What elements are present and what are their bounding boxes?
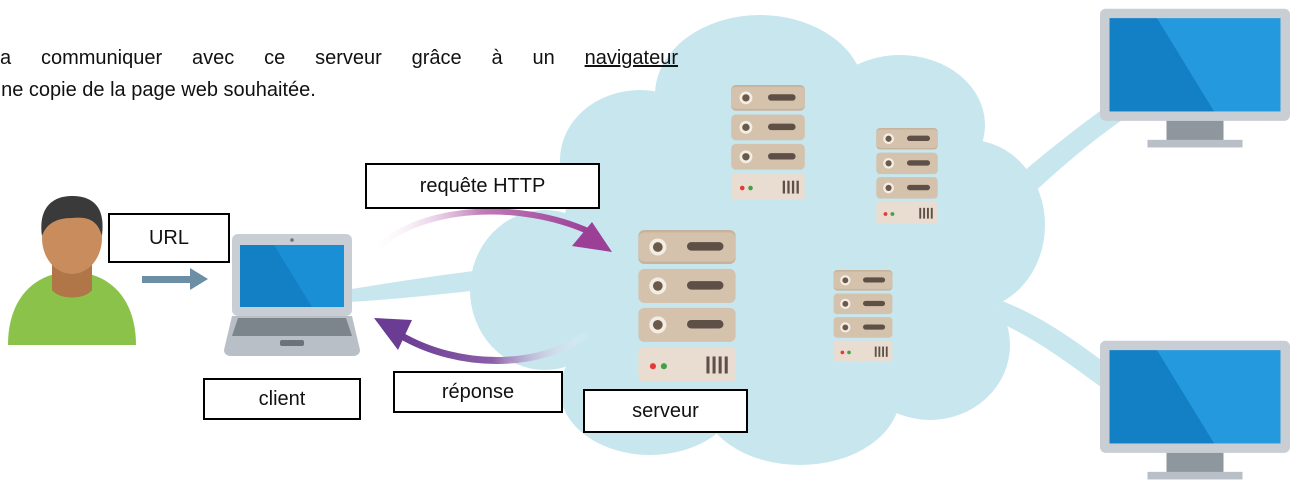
response-label: réponse (441, 380, 515, 403)
url-label: URL (148, 226, 189, 249)
server-label-box: serveur (583, 389, 748, 433)
intro-line-1-text: va communiquer avec ce serveur grâce à u… (0, 47, 555, 69)
response-label-box: réponse (393, 371, 563, 413)
url-label-box: URL (108, 213, 230, 263)
client-label-box: client (203, 378, 361, 420)
url-arrow (142, 268, 208, 290)
remote-monitor-1-icon (1100, 8, 1290, 148)
request-label: requête HTTP (419, 174, 546, 197)
remote-monitor-2-icon (1100, 340, 1290, 480)
request-label-box: requête HTTP (365, 163, 600, 209)
intro-line-2: une copie de la page web souhaitée. (0, 79, 316, 101)
laptop-icon (224, 234, 360, 356)
server-label: serveur (632, 399, 699, 422)
client-label: client (258, 387, 306, 410)
intro-paragraph: va communiquer avec ce serveur grâce à u… (0, 42, 678, 106)
intro-line-1: va communiquer avec ce serveur grâce à u… (0, 42, 678, 74)
user-icon (8, 196, 136, 345)
request-arrow (372, 208, 612, 253)
navigateur-link[interactable]: navigateur (584, 47, 678, 69)
response-arrow (374, 318, 589, 364)
